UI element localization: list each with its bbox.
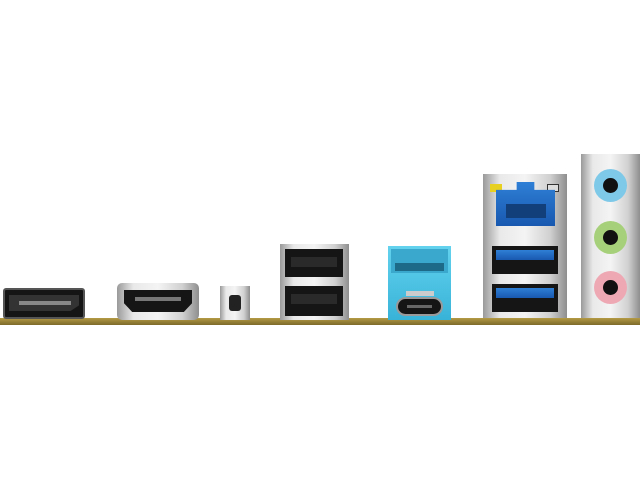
usb-a-port	[391, 249, 448, 273]
hdmi-port	[117, 283, 199, 320]
button-cap	[229, 295, 241, 311]
bios-flashback-button	[220, 286, 250, 320]
audio-jack-pink	[594, 271, 627, 304]
audio-panel	[581, 154, 640, 318]
usb-c-housing	[388, 246, 451, 320]
usb3-port-top	[492, 246, 558, 274]
usb2-port-bottom	[285, 286, 343, 316]
usb3-port-bottom	[492, 284, 558, 312]
pcb-edge	[0, 318, 640, 325]
usb2-stack	[280, 244, 349, 320]
usb-c-port	[396, 297, 443, 316]
audio-jack-blue	[594, 169, 627, 202]
usb2-port-top	[285, 249, 343, 277]
lan-led-left	[490, 184, 502, 192]
lan-usb3-stack	[483, 174, 567, 318]
audio-jack-green	[594, 221, 627, 254]
displayport-port	[3, 288, 85, 319]
